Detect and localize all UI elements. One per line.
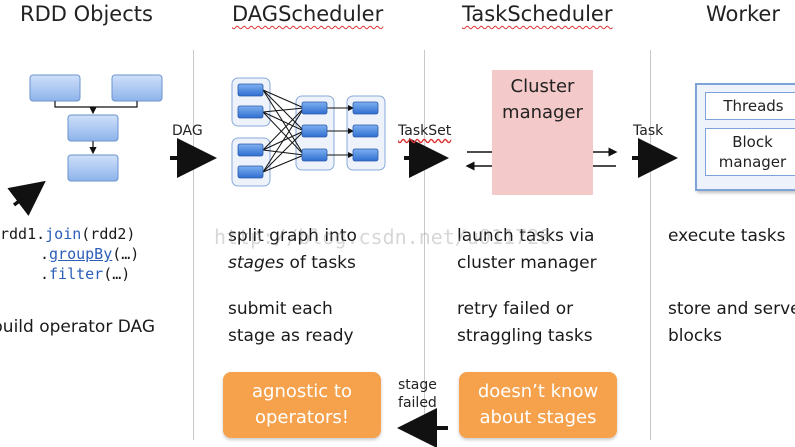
agnostic-callout: agnostic to operators! (223, 372, 381, 438)
divider-1 (193, 50, 194, 440)
dag-text-1: split graph into stages of tasks (228, 226, 357, 273)
cluster-manager-label: Cluster manager (502, 76, 583, 123)
rdd-pointer-arrow (7, 180, 46, 216)
taskscheduler-title: TaskScheduler (462, 2, 613, 26)
rdd-code: rdd1.join(rdd2) .groupBy(…) .filter(…) (0, 225, 140, 283)
rdd-caption: build operator DAG (0, 317, 156, 337)
rdd-objects-title: RDD Objects (20, 2, 153, 26)
watermark: http://blog.csdn.net/u011726 (214, 225, 552, 249)
rdd-box-4 (67, 154, 119, 182)
divider-3 (650, 50, 651, 440)
dag-text-2: submit each stage as ready (228, 299, 354, 346)
rdd-box-1 (29, 74, 81, 102)
task-text-2: retry failed or straggling tasks (457, 299, 593, 346)
threads-label: Threads (723, 97, 784, 115)
block-manager-label-b: manager (718, 153, 787, 171)
rdd-dag-graphic (29, 74, 163, 182)
cluster-manager-box (492, 70, 593, 195)
rdd-box-2 (111, 74, 163, 102)
worker-text-1: execute tasks (668, 226, 786, 246)
divider-2 (424, 50, 425, 440)
threads-box: Threads (705, 92, 795, 120)
worker-title: Worker (706, 2, 780, 26)
rdd-box-3 (67, 114, 119, 142)
block-manager-box: Block manager (705, 128, 795, 176)
dag-arrow-label: DAG (172, 123, 203, 139)
stage-graph (231, 77, 386, 187)
block-manager-label-a: Block (732, 133, 773, 151)
stages-callout: doesn’t know about stages (459, 372, 617, 438)
task-text-1: launch tasks via cluster manager (457, 226, 597, 273)
dagscheduler-title: DAGScheduler (232, 2, 384, 26)
taskset-arrow-label: TaskSet (398, 123, 452, 139)
worker-text-2: store and serve blocks (668, 299, 795, 346)
stage-failed-label: stage failed (398, 377, 437, 411)
task-arrow-label: Task (633, 123, 664, 139)
